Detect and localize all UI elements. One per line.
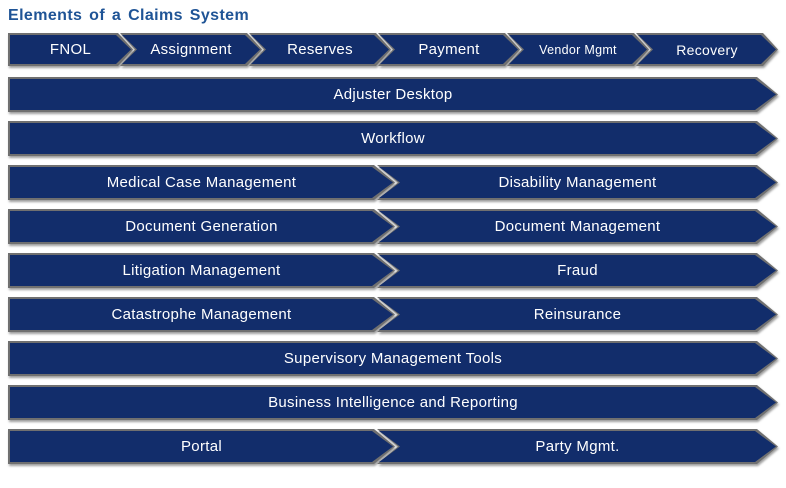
bar-label: Medical Case Management <box>106 174 297 191</box>
bar-document-management: Document Management <box>377 209 778 244</box>
process-step-assignment: Assignment <box>120 33 262 66</box>
process-step-label: Payment <box>418 41 480 58</box>
bar-label: Business Intelligence and Reporting <box>268 394 518 411</box>
row-adjuster-desktop: Adjuster Desktop <box>8 77 778 112</box>
row-supervisory: Supervisory Management Tools <box>8 341 778 376</box>
process-flow-row: FNOL Assignment Reserves Payment Vendor … <box>8 33 778 66</box>
bar-label: Adjuster Desktop <box>333 86 453 103</box>
process-step-recovery: Recovery <box>636 33 778 66</box>
bar-supervisory-management-tools: Supervisory Management Tools <box>8 341 778 376</box>
bar-label: Fraud <box>557 262 598 279</box>
bar-label: Litigation Management <box>122 262 281 279</box>
row-business-intelligence: Business Intelligence and Reporting <box>8 385 778 420</box>
process-step-payment: Payment <box>378 33 520 66</box>
process-step-label: Reserves <box>287 41 353 58</box>
bar-disability-management: Disability Management <box>377 165 778 200</box>
row-portal-party: Portal Party Mgmt. <box>8 429 778 464</box>
process-step-reserves: Reserves <box>249 33 391 66</box>
bar-label: Workflow <box>361 130 425 147</box>
bar-label: Catastrophe Management <box>111 306 292 323</box>
bar-adjuster-desktop: Adjuster Desktop <box>8 77 778 112</box>
bar-label: Document Generation <box>125 218 278 235</box>
bar-document-generation: Document Generation <box>8 209 395 244</box>
page-title: Elements of a Claims System <box>8 7 250 24</box>
bar-reinsurance: Reinsurance <box>377 297 778 332</box>
row-document: Document Generation Document Management <box>8 209 778 244</box>
bar-label: Document Management <box>494 218 661 235</box>
bar-label: Reinsurance <box>533 306 622 323</box>
row-litigation-fraud: Litigation Management Fraud <box>8 253 778 288</box>
bar-label: Supervisory Management Tools <box>283 350 503 367</box>
bar-label: Portal <box>181 438 222 455</box>
row-medical-disability: Medical Case Management Disability Manag… <box>8 165 778 200</box>
bar-business-intelligence-reporting: Business Intelligence and Reporting <box>8 385 778 420</box>
process-step-label: Assignment <box>150 41 232 58</box>
bar-workflow: Workflow <box>8 121 778 156</box>
bar-label: Disability Management <box>498 174 657 191</box>
claims-system-diagram: Elements of a Claims System FNOL Assignm… <box>0 7 786 464</box>
bar-portal: Portal <box>8 429 395 464</box>
bar-fraud: Fraud <box>377 253 778 288</box>
bar-party-mgmt: Party Mgmt. <box>377 429 778 464</box>
bar-label: Party Mgmt. <box>535 438 620 455</box>
bar-litigation-management: Litigation Management <box>8 253 395 288</box>
process-step-label: FNOL <box>49 41 92 58</box>
process-step-label: Recovery <box>676 41 738 58</box>
row-workflow: Workflow <box>8 121 778 156</box>
bar-medical-case-management: Medical Case Management <box>8 165 395 200</box>
process-step-vendor-mgmt: Vendor Mgmt <box>507 33 649 66</box>
process-step-fnol: FNOL <box>8 33 133 66</box>
row-catastrophe-reinsurance: Catastrophe Management Reinsurance <box>8 297 778 332</box>
bar-catastrophe-management: Catastrophe Management <box>8 297 395 332</box>
process-step-label: Vendor Mgmt <box>539 42 617 57</box>
